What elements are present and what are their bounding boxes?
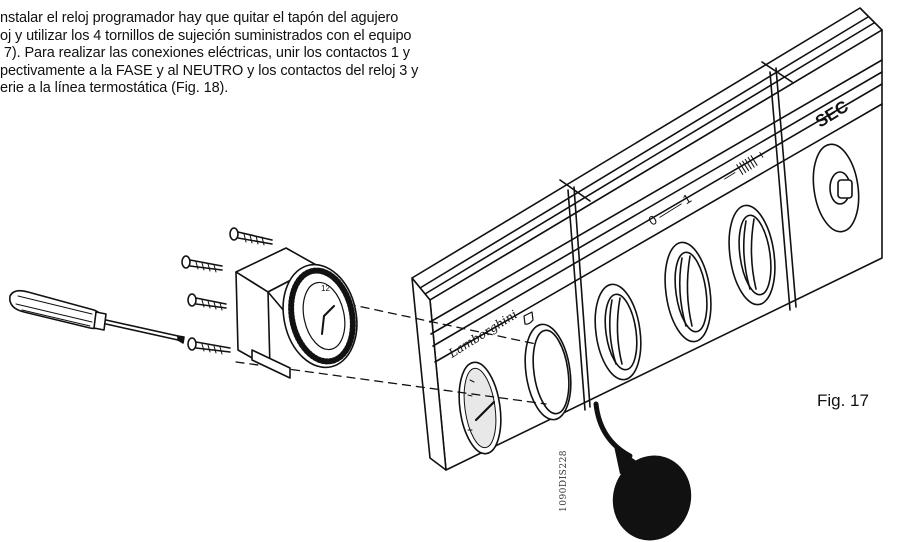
pressure-gauge [458,361,502,455]
screw-3 [187,293,227,311]
divider-2 [769,71,791,311]
control-panel: SEC 0 —— 1 — |||||| + Lamborghini [411,7,883,471]
figure-code: 1090DIS228 [559,449,569,512]
screw-1 [229,227,273,246]
sec-button [812,143,860,233]
screwdriver [8,289,185,344]
intro-line-4: pectivamente a la FASE y al NEUTRO y los… [0,62,419,79]
figure-label: Fig. 17 [817,391,869,410]
removed-cap [612,455,692,541]
intro-line-5: erie a la línea termostática (Fig. 18). [0,80,229,96]
intro-line-1: nstalar el reloj programador hay que qui… [0,10,399,26]
clock-opening [524,323,572,421]
screw-2 [181,255,223,273]
knob-1 [594,283,642,381]
knob-2 [664,241,712,343]
timer-clock: 12 [235,247,358,379]
alignment-guides [235,297,547,405]
panel-side-face [411,277,447,471]
knob-3 [728,204,776,306]
intro-line-2: oj y utilizar los 4 tornillos de sujeció… [0,27,412,44]
brand-shield-icon [523,311,534,325]
divider-1 [567,189,586,411]
screw-4 [187,337,231,355]
timer-dial-number: 12 [321,284,330,293]
intro-line-3: 7). Para realizar las conexiones eléctri… [0,45,410,61]
intro-paragraph: nstalar el reloj programador hay que qui… [0,10,600,98]
